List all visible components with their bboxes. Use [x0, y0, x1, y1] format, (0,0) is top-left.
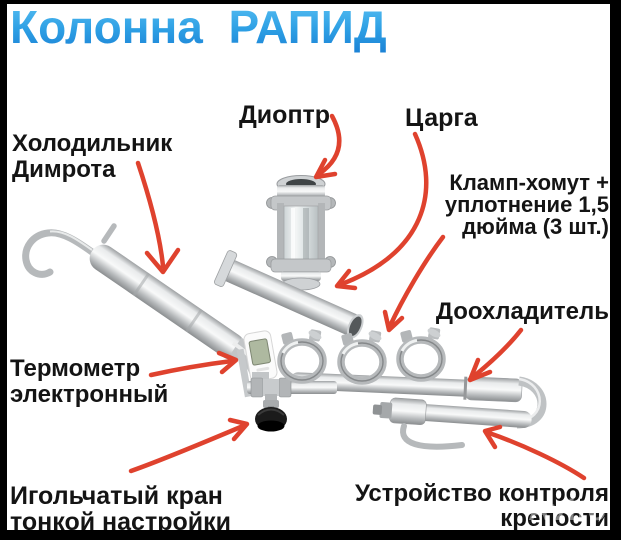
arrow-to-needle-valve	[128, 417, 250, 474]
strength-control-illustration	[372, 397, 532, 450]
label-dimroth-condenser: Холодильник Димрота	[12, 130, 173, 183]
sight-glass-illustration	[266, 175, 336, 291]
tsarga-pipe-illustration	[214, 250, 364, 339]
dimroth-hook-tube	[22, 229, 96, 278]
avito-watermark: Avito	[528, 494, 607, 527]
label-sight-glass: Диоптр	[239, 101, 331, 129]
frame-edge-bottom	[0, 530, 621, 540]
thermometer-lcd	[248, 338, 271, 366]
label-aftercooler: Доохладитель	[435, 298, 609, 325]
arrow-to-thermometer	[148, 350, 239, 378]
page-title: Колонна РАПИД	[10, 1, 387, 53]
frame-edge-right	[610, 0, 621, 540]
label-clamp-set: Кламп-хомут + уплотнение 1,5 дюйма (3 шт…	[444, 170, 609, 239]
sight-glass-window	[283, 205, 319, 265]
clamp-3-illustration	[400, 327, 442, 378]
label-needle-valve: Игольчатый кран тонкой настройки	[10, 482, 231, 536]
label-strength-control: Устройство контроля крепости	[354, 480, 609, 532]
thermometer-assembly-illustration	[236, 330, 337, 432]
arrow-to-tsarga	[334, 131, 429, 291]
clamp-2-illustration	[341, 330, 383, 381]
frame-edge-top	[0, 0, 621, 4]
frame-edge-left	[0, 0, 7, 540]
needle-valve-knob-illustration	[255, 407, 287, 432]
arrow-to-clamps	[382, 234, 446, 333]
label-thermometer: Термометр электронный	[10, 355, 169, 408]
label-tsarga: Царга	[405, 104, 478, 132]
clamp-1-illustration	[281, 329, 323, 380]
arrow-to-sight-glass	[313, 113, 342, 180]
arrow-to-strength-control	[482, 424, 587, 481]
dimroth-vent-pin	[101, 223, 117, 244]
strength-drain-tube	[400, 423, 465, 450]
arrow-to-dimroth	[135, 160, 181, 275]
arrow-to-aftercooler	[467, 327, 524, 383]
